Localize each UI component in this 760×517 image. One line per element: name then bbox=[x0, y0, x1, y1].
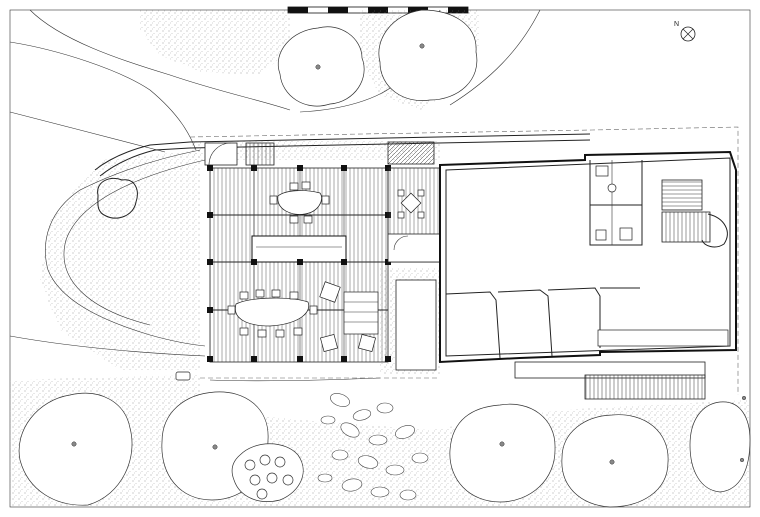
north-label: N bbox=[674, 21, 679, 28]
hatched-paving bbox=[387, 141, 435, 165]
tree-south-5 bbox=[689, 395, 751, 493]
tree-south-3 bbox=[449, 403, 556, 503]
main-building bbox=[439, 150, 737, 364]
tree-south-4 bbox=[561, 414, 669, 508]
stepping-stones bbox=[317, 393, 429, 501]
bench-marks bbox=[175, 371, 191, 381]
loungers bbox=[319, 281, 379, 353]
pond bbox=[97, 177, 138, 219]
entry-gate bbox=[204, 142, 275, 166]
tree-north-right bbox=[378, 9, 478, 101]
annex-deck bbox=[387, 167, 441, 263]
south-steps bbox=[514, 361, 706, 400]
site-boundary bbox=[189, 126, 739, 395]
north-arrow-icon: N bbox=[674, 21, 696, 42]
shrub-cluster bbox=[231, 443, 304, 502]
dining-table-upper bbox=[269, 181, 330, 224]
courtyard-pad bbox=[395, 279, 437, 371]
tree-south-1 bbox=[18, 392, 133, 506]
tree-north-left bbox=[277, 26, 365, 107]
dining-table-lower bbox=[227, 289, 318, 338]
